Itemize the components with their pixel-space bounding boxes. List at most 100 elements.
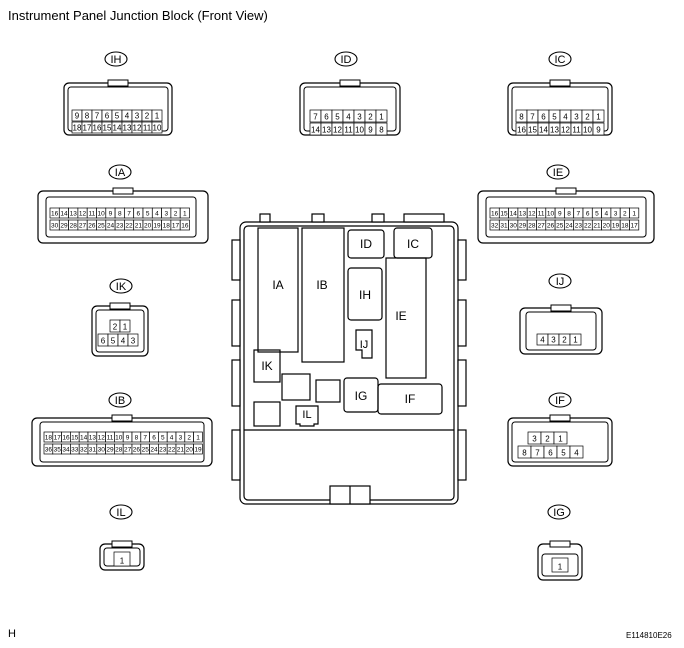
pin-number: 12 (79, 211, 87, 218)
pin-number: 6 (548, 449, 553, 458)
connector-latch (339, 79, 361, 87)
pin-number: 14 (311, 126, 320, 135)
pin-number: 6 (105, 112, 110, 121)
pin-number: 13 (70, 211, 78, 218)
connector-label-badge (108, 392, 132, 408)
block-ie[interactable] (385, 257, 427, 379)
connector-latch (550, 304, 572, 312)
block-ia[interactable] (257, 227, 299, 353)
connector-label-id: ID (341, 54, 352, 66)
pin-number: 20 (186, 447, 194, 454)
pin-number: 21 (135, 223, 143, 230)
pin-number: 8 (85, 112, 90, 121)
pin-number: 32 (80, 447, 88, 454)
connector-inner (485, 196, 647, 238)
pin-number: 12 (528, 211, 536, 218)
pin-number: 14 (539, 126, 548, 135)
pin-number: 18 (621, 223, 629, 230)
block-il[interactable] (295, 405, 319, 427)
pin-number: 7 (95, 112, 100, 121)
pin-number: 14 (510, 211, 518, 218)
pin-number: 26 (88, 223, 96, 230)
pin-number: 1 (596, 113, 601, 122)
pin-number: 6 (137, 211, 141, 218)
block-label-ic: IC (407, 237, 419, 251)
pin-number: 8 (519, 113, 524, 122)
pin-number: 29 (60, 223, 68, 230)
connector-ig[interactable]: IG1 (537, 504, 583, 581)
pin-number: 1 (379, 113, 384, 122)
pin-number: 8 (135, 435, 139, 442)
block-ih[interactable] (347, 267, 383, 321)
block-ib[interactable] (301, 227, 345, 363)
pin-number: 15 (103, 124, 112, 133)
block-label-ie: IE (395, 309, 406, 323)
pin-number: 19 (153, 223, 161, 230)
block-ik[interactable] (253, 349, 281, 383)
pin-number: 8 (522, 449, 527, 458)
pin-number: 9 (368, 126, 373, 135)
pin-number: 19 (194, 447, 202, 454)
connector-inner (541, 553, 579, 577)
pin-number: 14 (60, 211, 68, 218)
connector-label-badge (548, 51, 572, 67)
connector-label-ib: IB (115, 395, 125, 407)
pin-number: 4 (346, 113, 351, 122)
pin-number: 6 (541, 113, 546, 122)
pin-number: 17 (54, 435, 62, 442)
pin-number: 11 (572, 126, 581, 135)
pin-number: 7 (313, 113, 318, 122)
pin-number: 27 (538, 223, 546, 230)
pin-number: 29 (519, 223, 527, 230)
pin-number: 1 (558, 435, 563, 444)
connector-label-badge (546, 164, 570, 180)
pin-number: 2 (585, 113, 590, 122)
connector-label-badge (108, 164, 132, 180)
pin-number: 17 (631, 223, 639, 230)
pin-number: 11 (143, 124, 152, 133)
pin-number: 23 (575, 223, 583, 230)
pin-number: 7 (577, 211, 581, 218)
block-label-il: IL (302, 409, 311, 421)
pin-number: 5 (561, 449, 566, 458)
connector-label-ia: IA (115, 167, 126, 179)
pin-cell (592, 122, 605, 136)
pin-number: 28 (115, 447, 123, 454)
pin-number: 6 (101, 337, 106, 346)
connector-il[interactable]: IL1 (99, 504, 145, 571)
pin-number: 2 (145, 112, 150, 121)
pin-cell (193, 443, 203, 455)
pin-number: 7 (143, 435, 147, 442)
pin-number: 5 (146, 211, 150, 218)
pin-number: 21 (593, 223, 601, 230)
connector-label-il: IL (116, 507, 125, 519)
pin-number: 26 (133, 447, 141, 454)
connector-label-badge (548, 273, 572, 289)
pin-number: 36 (45, 447, 53, 454)
block-ij[interactable] (355, 329, 373, 359)
connector-label-badge (104, 51, 128, 67)
pin-number: 9 (75, 112, 80, 121)
block-id[interactable] (347, 229, 385, 259)
pin-cell (127, 333, 139, 347)
connector-label-ij: IJ (556, 276, 565, 288)
block-if[interactable] (377, 383, 443, 415)
pin-number: 7 (530, 113, 535, 122)
pin-number: 3 (164, 211, 168, 218)
pin-number: 33 (71, 447, 79, 454)
pin-number: 4 (170, 435, 174, 442)
pin-number: 16 (62, 435, 70, 442)
pin-number: 3 (532, 435, 537, 444)
pin-number: 22 (584, 223, 592, 230)
block-label-ia: IA (272, 278, 283, 292)
